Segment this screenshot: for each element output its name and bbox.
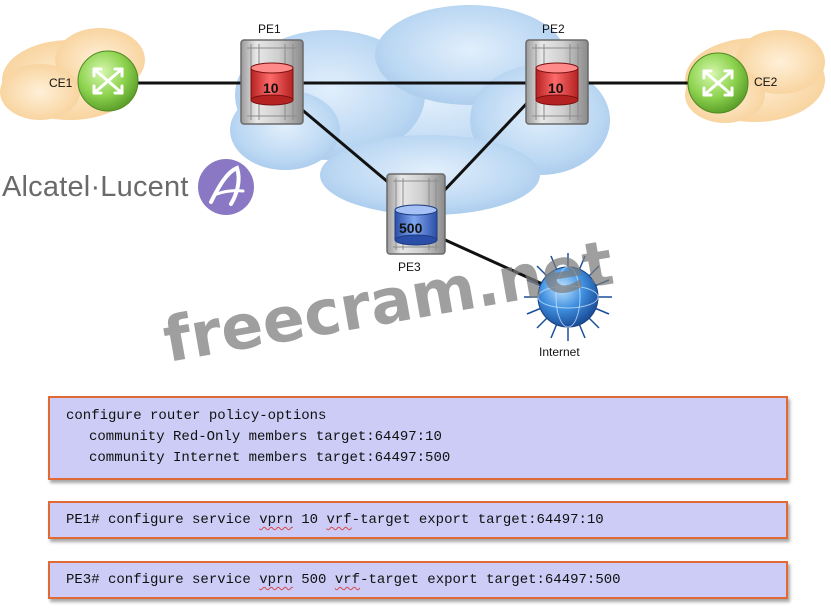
network-topology: CE1 CE2 10 PE1 10 PE2 — [0, 5, 825, 377]
ce2-label: CE2 — [754, 75, 778, 89]
config-text: PE3# configure service — [66, 572, 260, 588]
pe2-router-icon — [525, 39, 589, 125]
internet-label: Internet — [539, 345, 580, 359]
pe3-vrf-target-config-box: PE3# configure service vprn 500 vrf-targ… — [48, 561, 788, 599]
pe1-vrf-cylinder — [250, 62, 294, 106]
config-text: PE1# configure service — [66, 512, 260, 528]
pe1-label: PE1 — [258, 22, 281, 36]
config-line: community Red-Only members target:64497:… — [89, 429, 442, 445]
pe3-label: PE3 — [398, 260, 421, 274]
pe2-vrf-cylinder — [535, 62, 579, 106]
config-keyword: vrf — [334, 572, 361, 588]
pe2-label: PE2 — [542, 22, 565, 36]
config-keyword: vprn — [259, 572, 293, 588]
config-line: PE3# configure service vprn 500 vrf-targ… — [66, 570, 786, 591]
brand-logo: Alcatel·Lucent — [2, 158, 255, 216]
config-keyword: vrf — [326, 512, 352, 528]
config-text: -target export target:64497:500 — [360, 572, 621, 588]
pe1-vrf-label: 10 — [263, 80, 279, 96]
config-line: community Internet members target:64497:… — [89, 450, 451, 466]
pe3-router-icon — [386, 173, 446, 255]
ce1-label: CE1 — [49, 76, 73, 90]
config-text: 10 — [292, 512, 327, 528]
alcatel-lucent-swirl-icon — [197, 159, 254, 215]
link-pe3-internet — [431, 232, 561, 294]
ce1-switch-icon — [77, 50, 139, 112]
link-pe1-pe3 — [299, 106, 396, 190]
config-line: PE1# configure service vprn 10 vrf-targe… — [66, 510, 786, 531]
pe1-vrf-target-config-box: PE1# configure service vprn 10 vrf-targe… — [48, 501, 788, 539]
internet-globe-icon — [524, 253, 612, 341]
pe1-router-icon — [240, 39, 304, 125]
pe3-vrf-label: 500 — [399, 220, 423, 236]
pe3-vrf-cylinder — [394, 204, 438, 246]
config-text: -target export target:64497:10 — [351, 512, 604, 528]
config-keyword: vprn — [259, 512, 293, 528]
ce2-switch-icon — [687, 52, 749, 114]
config-text: 500 — [292, 572, 335, 588]
link-pe2-pe3 — [438, 98, 532, 197]
config-line: configure router policy-options — [66, 408, 327, 424]
brand-name: Alcatel·Lucent — [2, 170, 189, 203]
pe2-vrf-label: 10 — [548, 80, 564, 96]
policy-options-config-box: configure router policy-options communit… — [48, 396, 788, 480]
